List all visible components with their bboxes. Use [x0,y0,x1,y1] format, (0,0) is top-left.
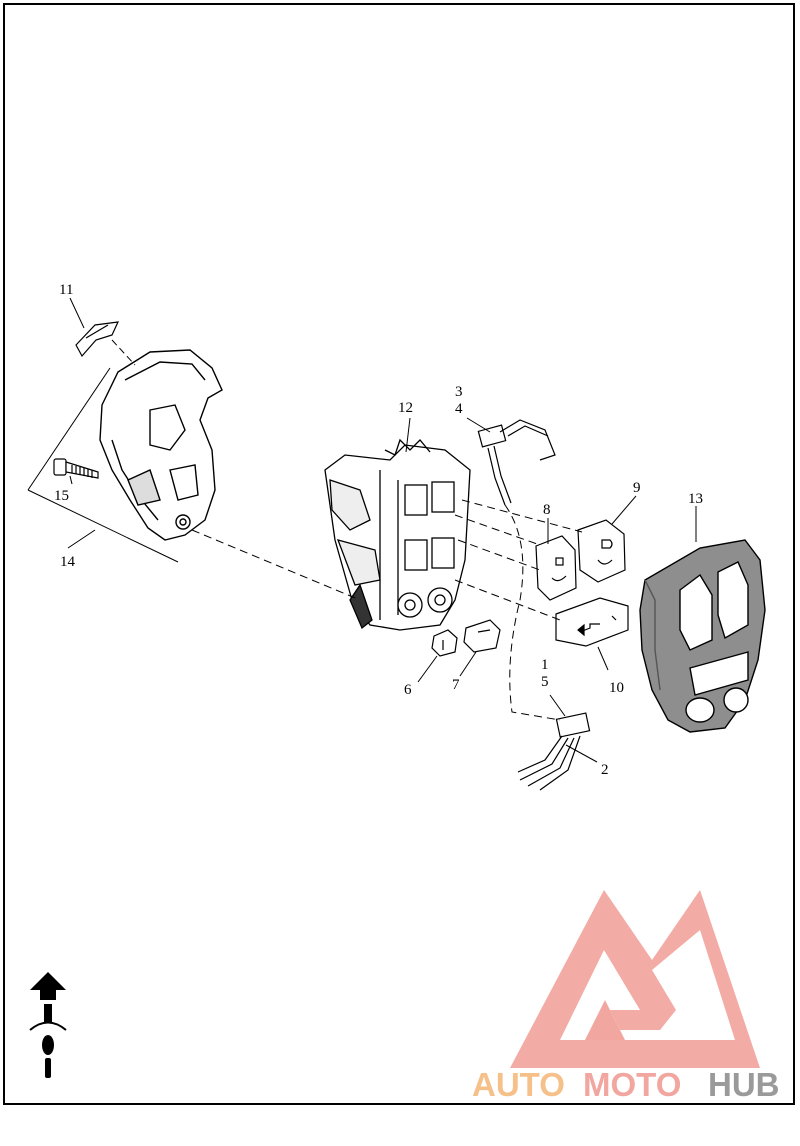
leader-lines [69,417,697,763]
wedge-insert [69,297,136,366]
callout-7: 7 [452,677,460,693]
callout-labels: 1 2 3 4 5 6 7 8 9 10 11 12 13 14 15 [54,282,703,778]
watermark-text-hub: HUB [708,1066,780,1103]
callout-13: 13 [688,491,703,507]
front-direction-arrow-icon [29,972,67,1078]
callout-4: 4 [455,401,463,417]
callout-9: 9 [633,480,641,496]
callout-11: 11 [59,282,73,298]
switch-cap-small [431,629,458,657]
callout-10: 10 [609,680,624,696]
switch-assembly [324,438,471,631]
screw [53,458,99,479]
callout-15: 15 [54,488,69,504]
upper-switch-housing [639,539,766,733]
switch-cap-mode [463,619,501,653]
watermark-text-moto: MOTO [583,1066,681,1103]
harness-connector-upper [477,419,556,506]
switch-cap-turn-signal [555,597,629,647]
callout-3: 3 [455,384,463,400]
callout-1: 1 [541,657,549,673]
switch-cap-8 [535,535,577,601]
callout-2: 2 [601,762,609,778]
callout-14: 14 [60,554,76,570]
assembly-lines [191,499,583,721]
callout-8: 8 [543,502,551,518]
lower-switch-housing [99,349,223,541]
callout-6: 6 [404,682,412,698]
callout-5: 5 [541,674,549,690]
switch-cap-9 [577,519,626,583]
diagram-frame [3,3,795,1105]
harness-connector-lower [517,712,591,791]
callout-12: 12 [398,400,413,416]
callout-bracket-14 [27,367,179,563]
watermark-logo: AUTO MOTO HUB [472,890,780,1103]
watermark-text-auto: AUTO [472,1066,565,1103]
